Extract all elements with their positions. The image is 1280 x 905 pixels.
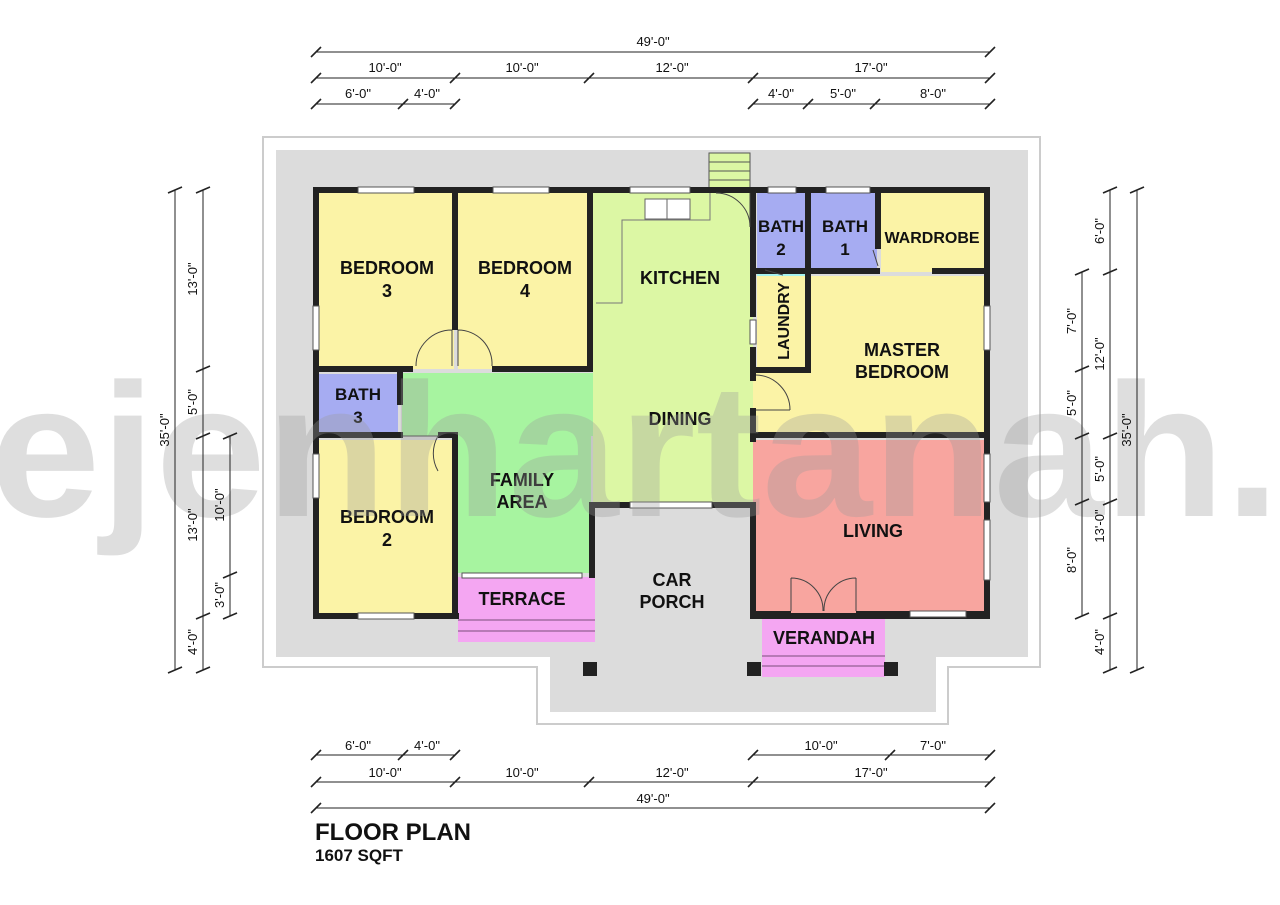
watermark: ejenhartanah. <box>0 345 1280 557</box>
dim-top-fine-l1: 6'-0" <box>345 86 371 101</box>
label-laundry: LAUNDRY <box>776 282 793 360</box>
label-terrace: TERRACE <box>478 589 565 609</box>
family-area-fill <box>402 373 593 436</box>
bedroom-2-fill <box>318 440 454 614</box>
dim-bottom-fine-l2: 4'-0" <box>414 738 440 753</box>
dim-bottom-fine-r2: 7'-0" <box>920 738 946 753</box>
dim-right-fine-2: 5'-0" <box>1064 390 1079 416</box>
label-dining: DINING <box>649 409 712 429</box>
dim-top-mid-3: 12'-0" <box>655 60 689 75</box>
dim-bottom-mid-2: 10'-0" <box>505 765 539 780</box>
windows <box>312 186 991 620</box>
label-family-l1: FAMILY <box>490 470 554 490</box>
dim-right-inner-3: 5'-0" <box>1092 456 1107 482</box>
terrace-fill <box>458 577 595 642</box>
plan-title-block: FLOOR PLAN 1607 SQFT <box>315 820 471 866</box>
living-fill <box>753 440 985 615</box>
column-left <box>583 662 597 676</box>
dim-left-outer: 35'-0" <box>157 413 172 447</box>
dim-top-fine-r2: 5'-0" <box>830 86 856 101</box>
dim-bottom-total: 49'-0" <box>636 791 670 806</box>
label-carporch-l2: PORCH <box>639 592 704 612</box>
dim-left-inner-3: 13'-0" <box>185 508 200 542</box>
dim-bottom-fine-l1: 6'-0" <box>345 738 371 753</box>
label-bath-2-l1: BATH <box>758 217 804 236</box>
label-bath-3-l1: BATH <box>335 385 381 404</box>
dim-left-fine-2: 3'-0" <box>212 582 227 608</box>
label-bath-1-l1: BATH <box>822 217 868 236</box>
label-bath-1-l2: 1 <box>840 240 849 259</box>
dim-top-mid-4: 17'-0" <box>854 60 888 75</box>
label-bedroom-4-l1: BEDROOM <box>478 258 572 278</box>
dim-bottom-fine-r1: 10'-0" <box>804 738 838 753</box>
dimension-ticks <box>167 46 1145 814</box>
dim-top-mid-2: 10'-0" <box>505 60 539 75</box>
dim-bottom-mid-1: 10'-0" <box>368 765 402 780</box>
room-labels: BEDROOM 3 BEDROOM 4 KITCHEN BATH 2 BATH … <box>335 217 980 648</box>
plan-area: 1607 SQFT <box>315 846 403 865</box>
label-bath-2-l2: 2 <box>776 240 785 259</box>
dim-right-inner-1: 6'-0" <box>1092 218 1107 244</box>
dim-right-fine-3: 8'-0" <box>1064 547 1079 573</box>
dim-right-inner-4: 13'-0" <box>1092 509 1107 543</box>
wardrobe-fill <box>881 192 985 272</box>
label-bedroom-2-l2: 2 <box>382 530 392 550</box>
dimension-labels: 49'-0" 10'-0" 10'-0" 12'-0" 17'-0" 6'-0"… <box>157 34 1134 806</box>
column-mid <box>747 662 761 676</box>
plan-title: FLOOR PLAN <box>315 819 471 846</box>
bedroom-3-fill <box>318 192 454 369</box>
label-wardrobe: WARDROBE <box>884 230 979 247</box>
verandah-steps <box>762 655 885 667</box>
label-living: LIVING <box>843 521 903 541</box>
label-kitchen: KITCHEN <box>640 268 720 288</box>
label-master-l1: MASTER <box>864 340 940 360</box>
kitchen-counter <box>596 193 711 304</box>
family-area-fill-lower <box>458 436 591 573</box>
dim-bottom-mid-3: 12'-0" <box>655 765 689 780</box>
label-bath-3-l2: 3 <box>353 408 362 427</box>
dim-right-inner-2: 12'-0" <box>1092 337 1107 371</box>
dim-right-outer: 35'-0" <box>1119 413 1134 447</box>
kitchen-dining-fill <box>593 192 753 504</box>
bath-2-fill <box>757 192 807 269</box>
dim-left-inner-4: 4'-0" <box>185 629 200 655</box>
label-carporch-l1: CAR <box>653 570 692 590</box>
label-verandah: VERANDAH <box>773 628 875 648</box>
terrace-steps <box>458 619 595 632</box>
dim-left-inner-2: 5'-0" <box>185 389 200 415</box>
bedroom-4-fill <box>458 192 589 369</box>
dim-top-fine-r3: 8'-0" <box>920 86 946 101</box>
master-passage-fill <box>753 372 813 436</box>
dim-bottom-mid-4: 17'-0" <box>854 765 888 780</box>
column-right <box>884 662 898 676</box>
dim-left-fine-1: 10'-0" <box>212 488 227 522</box>
label-master-l2: BEDROOM <box>855 362 949 382</box>
door-swings <box>403 192 879 612</box>
dim-top-mid-1: 10'-0" <box>368 60 402 75</box>
label-bedroom-3-l2: 3 <box>382 281 392 301</box>
dim-right-fine-1: 7'-0" <box>1064 308 1079 334</box>
kitchen-back-steps <box>708 152 751 189</box>
bath-3-fill <box>318 374 398 436</box>
dim-top-fine-r1: 4'-0" <box>768 86 794 101</box>
label-bedroom-3-l1: BEDROOM <box>340 258 434 278</box>
dim-left-inner-1: 13'-0" <box>185 262 200 296</box>
label-family-l2: AREA <box>496 492 547 512</box>
verandah-fill <box>762 617 885 677</box>
dimension-lines <box>174 51 1138 809</box>
dim-top-fine-l2: 4'-0" <box>414 86 440 101</box>
label-bedroom-4-l2: 4 <box>520 281 530 301</box>
bath-1-fill <box>811 192 877 269</box>
dim-right-inner-5: 4'-0" <box>1092 629 1107 655</box>
dim-top-total: 49'-0" <box>636 34 670 49</box>
label-bedroom-2-l1: BEDROOM <box>340 507 434 527</box>
